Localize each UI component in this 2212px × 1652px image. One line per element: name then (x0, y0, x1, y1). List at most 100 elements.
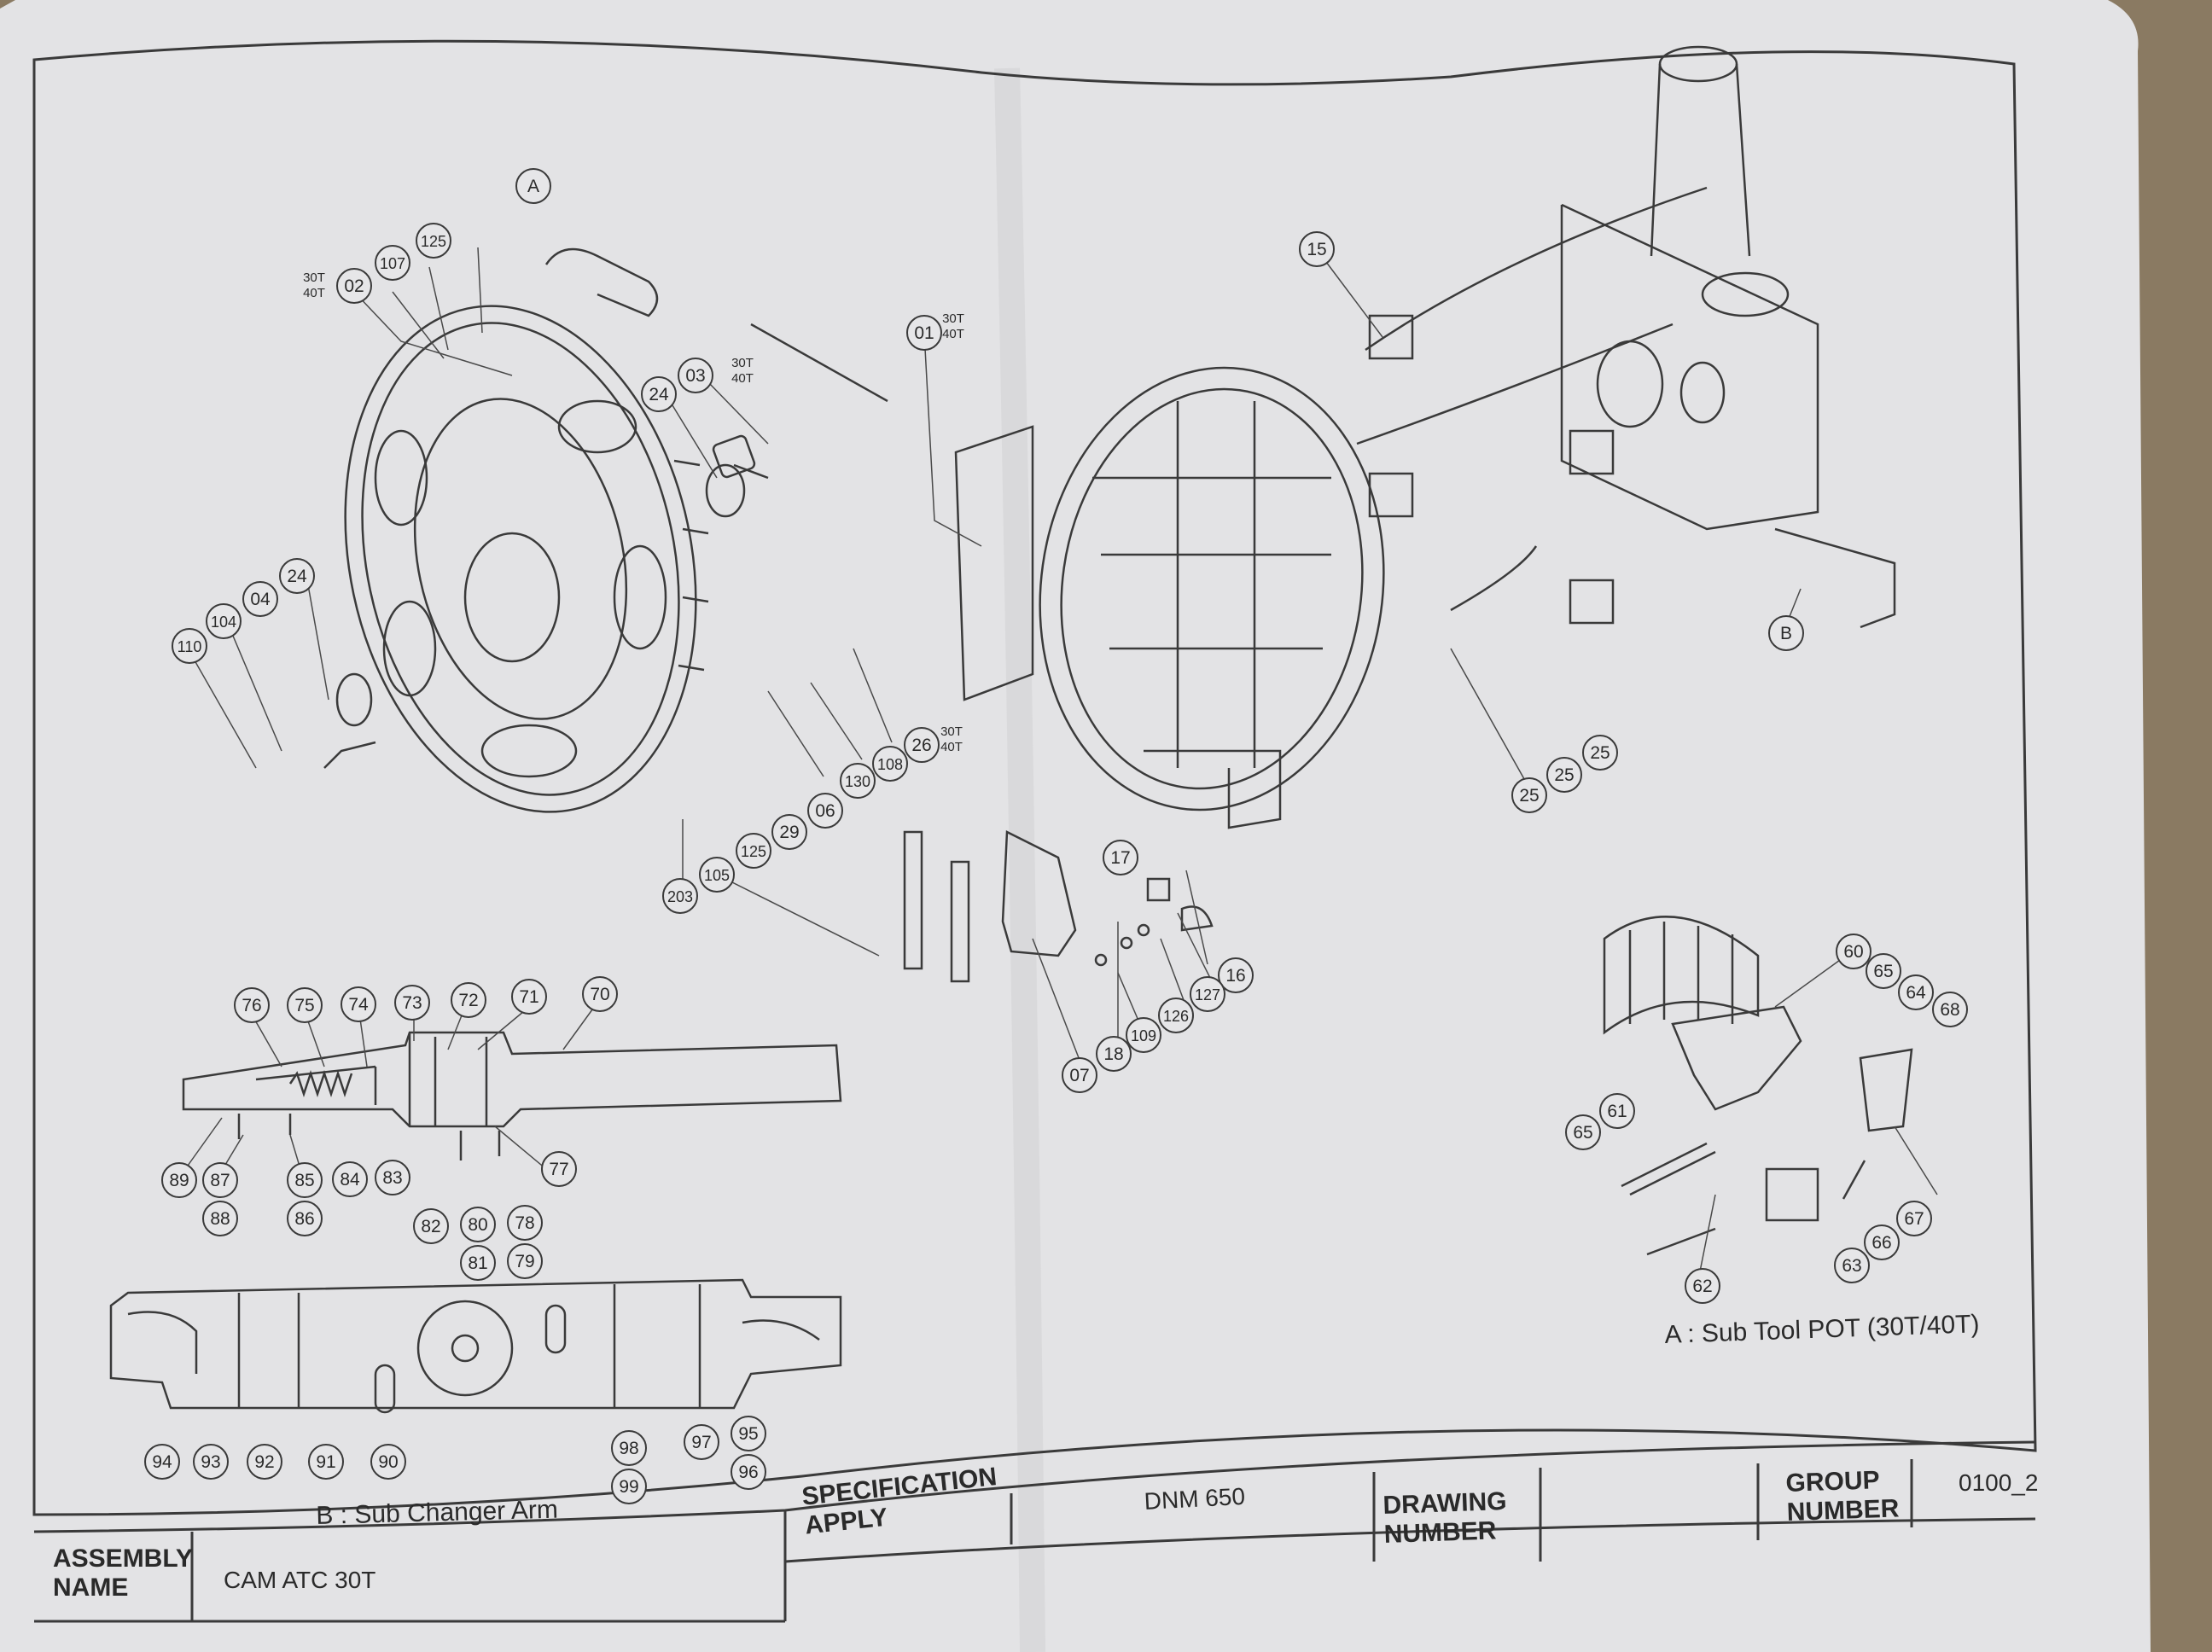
part-callout-25: 25 (1582, 735, 1618, 771)
callout-circle (1218, 957, 1254, 993)
callout-circle (906, 315, 942, 351)
callout-label: 92 (254, 1452, 274, 1472)
callout-label: 26 (911, 736, 931, 755)
drawing-number-label: DRAWING NUMBER (1382, 1486, 1508, 1549)
callout-circle (1299, 231, 1335, 267)
part-callout-06: 06 (807, 793, 843, 829)
callout-label: 67 (1904, 1209, 1924, 1229)
callout-label: 04 (250, 590, 271, 609)
callout-circle (144, 1444, 180, 1480)
part-callout-01: 01 (906, 315, 942, 351)
part-callout-02: 02 (336, 268, 372, 304)
callout-label: 74 (348, 995, 369, 1015)
callout-label: 87 (210, 1171, 230, 1190)
callout-label: A (527, 177, 539, 196)
part-callout-104: 104 (206, 603, 242, 639)
part-callout-105: 105 (699, 857, 735, 893)
part-callout-29: 29 (771, 814, 807, 850)
callout-label: 84 (340, 1170, 360, 1190)
callout-circle (1565, 1114, 1601, 1150)
callout-circle (206, 603, 242, 639)
callout-circle (1836, 934, 1871, 969)
part-callout-84: 84 (332, 1161, 368, 1197)
callout-circle (332, 1161, 368, 1197)
callout-circle (413, 1208, 449, 1244)
part-callout-73: 73 (394, 985, 430, 1021)
part-callout-89: 89 (161, 1162, 197, 1198)
specification-value: DNM 650 (1144, 1482, 1246, 1515)
callout-circle (308, 1444, 344, 1480)
part-callout-76: 76 (234, 987, 270, 1023)
part-callout-85: 85 (287, 1162, 323, 1198)
callout-label: 25 (1590, 743, 1610, 763)
callout-label: 127 (1195, 986, 1220, 1003)
callout-circle (507, 1205, 543, 1241)
part-callout-03: 03 (678, 358, 713, 393)
callout-label: 66 (1871, 1233, 1891, 1253)
callout-label: 60 (1843, 942, 1863, 962)
callout-label: 81 (468, 1254, 487, 1273)
callout-label: 25 (1519, 786, 1539, 806)
part-callout-82: 82 (413, 1208, 449, 1244)
callout-circle (375, 245, 410, 281)
callout-label: 29 (779, 823, 799, 842)
callout-circle (1864, 1224, 1900, 1260)
callout-circle (1511, 777, 1547, 813)
callout-label: 91 (316, 1452, 335, 1472)
callout-circle (416, 223, 451, 259)
callout-circle (202, 1201, 238, 1236)
sub-tool-pot-drawing (1603, 916, 1913, 1256)
part-callout-24: 24 (641, 376, 677, 412)
callout-circle (507, 1243, 543, 1279)
part-callout-88: 88 (202, 1201, 238, 1236)
callout-label: 130 (845, 773, 870, 790)
part-callout-203: 203 (662, 878, 698, 914)
callout-circle (678, 358, 713, 393)
callout-circle (279, 558, 315, 594)
callout-circle (699, 857, 735, 893)
callout-label: 125 (421, 233, 446, 250)
callout-label: 98 (619, 1439, 638, 1458)
callout-label: 65 (1573, 1123, 1592, 1143)
callout-label: 65 (1873, 962, 1893, 981)
callout-circle (731, 1416, 766, 1451)
callout-label: 107 (380, 255, 405, 272)
variant-note-line: 40T (303, 286, 325, 300)
callout-label: 94 (152, 1452, 172, 1472)
callout-label: 99 (619, 1477, 638, 1497)
part-callout-95: 95 (731, 1416, 766, 1451)
part-callout-110: 110 (172, 628, 207, 664)
callout-label: 80 (468, 1215, 487, 1235)
callout-label: 01 (914, 323, 934, 343)
callout-circle (460, 1245, 496, 1281)
callout-circle (771, 814, 807, 850)
callout-circle (611, 1430, 647, 1466)
callout-circle (287, 987, 323, 1023)
callout-label: 63 (1842, 1256, 1861, 1276)
callout-label: 110 (178, 638, 202, 655)
part-callouts: AB12510702240301152404104110261081300629… (144, 168, 1968, 1504)
part-callout-61: 61 (1599, 1093, 1635, 1129)
callout-label: 93 (201, 1452, 220, 1472)
drawing-frame (32, 39, 2037, 1516)
variant-note-line: 40T (942, 327, 964, 341)
part-callout-64: 64 (1898, 974, 1934, 1010)
callout-circle (1158, 998, 1194, 1033)
part-callout-97: 97 (684, 1424, 719, 1460)
callout-label: 79 (515, 1252, 534, 1271)
callout-label: 70 (590, 985, 609, 1004)
callout-label: 78 (515, 1213, 534, 1233)
callout-circle (172, 628, 207, 664)
leader-lines (178, 247, 1938, 1281)
callout-label: 95 (738, 1424, 758, 1444)
part-callout-63: 63 (1834, 1248, 1870, 1283)
part-callout-83: 83 (375, 1160, 410, 1195)
callout-label: 88 (210, 1209, 230, 1229)
callout-label: 68 (1940, 1000, 1959, 1020)
callout-circle (1866, 953, 1901, 989)
callout-label: 62 (1692, 1277, 1712, 1296)
callout-circle (1685, 1268, 1720, 1304)
callout-circle (1190, 976, 1225, 1012)
page-shadow (994, 67, 1045, 1652)
callout-label: 17 (1110, 848, 1130, 868)
